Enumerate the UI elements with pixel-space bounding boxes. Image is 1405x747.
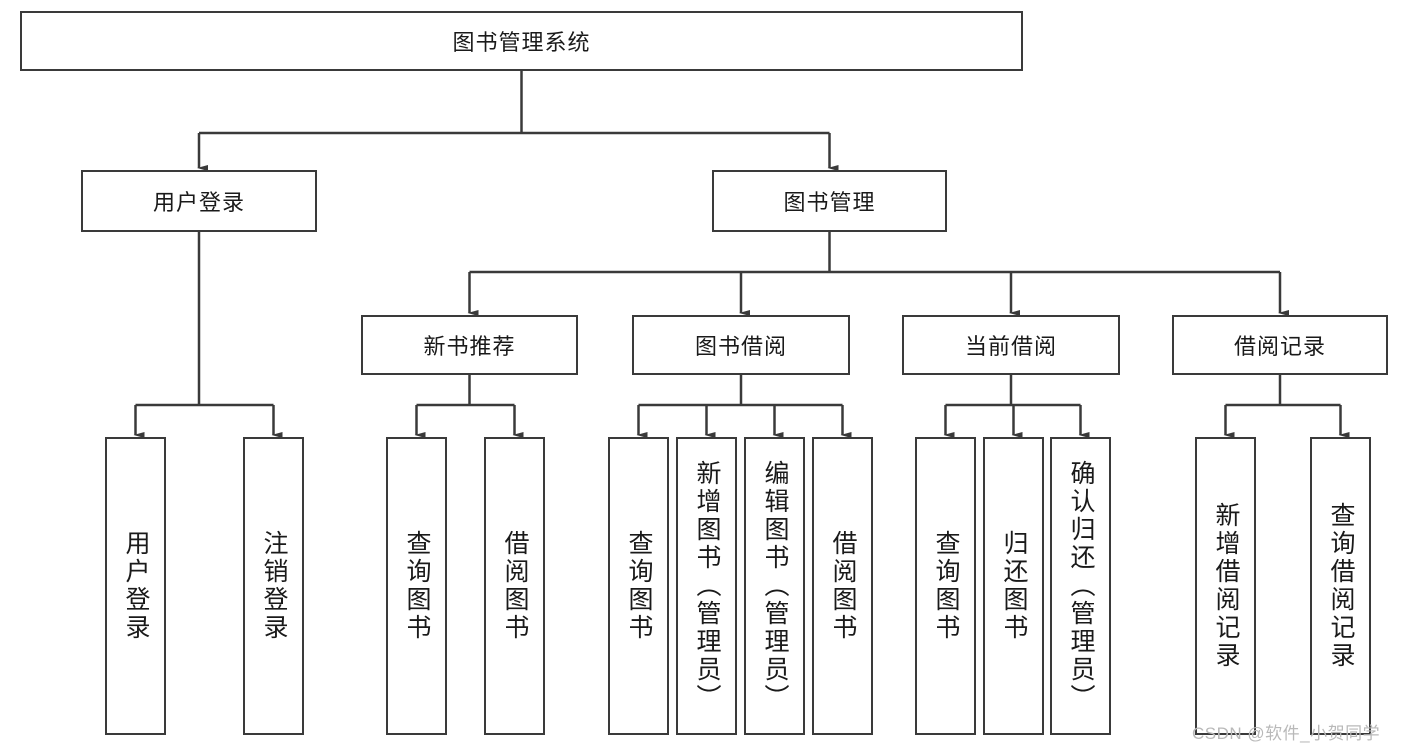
node-leaf-rec-borrow[interactable]: 借阅图书 [484, 437, 545, 735]
node-label: 借阅记录 [1233, 334, 1326, 359]
node-label: 新书推荐 [423, 334, 516, 359]
node-leaf-user-logout[interactable]: 注销登录 [243, 437, 304, 735]
node-label: 编辑图书（管理员） [761, 460, 789, 712]
node-label: 查询图书 [403, 530, 431, 642]
node-label: 图书借阅 [694, 334, 787, 359]
node-leaf-bb-add[interactable]: 新增图书（管理员） [676, 437, 737, 735]
node-new-book-rec[interactable]: 新书推荐 [361, 315, 578, 375]
node-label: 用户登录 [152, 190, 245, 215]
tree-connectors [133, 71, 1350, 438]
node-user-login[interactable]: 用户登录 [81, 170, 317, 232]
node-label: 借阅图书 [501, 530, 529, 642]
node-leaf-user-login[interactable]: 用户登录 [105, 437, 166, 735]
node-label: 借阅图书 [829, 530, 857, 642]
node-label: 当前借阅 [964, 334, 1057, 359]
node-leaf-bb-query[interactable]: 查询图书 [608, 437, 669, 735]
node-label: 新增图书（管理员） [693, 460, 721, 712]
node-leaf-br-query[interactable]: 查询借阅记录 [1310, 437, 1371, 735]
node-leaf-rec-query[interactable]: 查询图书 [386, 437, 447, 735]
node-book-manage[interactable]: 图书管理 [712, 170, 947, 232]
node-label: 查询图书 [625, 530, 653, 642]
node-label: 图书管理系统 [452, 30, 591, 55]
node-leaf-bb-borrow[interactable]: 借阅图书 [812, 437, 873, 735]
node-leaf-bb-edit[interactable]: 编辑图书（管理员） [744, 437, 805, 735]
node-label: 新增借阅记录 [1212, 502, 1240, 670]
node-label: 注销登录 [260, 530, 288, 642]
watermark-text: CSDN @软件_小贺同学 [1192, 724, 1381, 743]
node-root[interactable]: 图书管理系统 [20, 11, 1023, 71]
node-label: 用户登录 [122, 530, 150, 642]
node-borrow-record[interactable]: 借阅记录 [1172, 315, 1388, 375]
node-label: 查询图书 [932, 530, 960, 642]
node-leaf-cb-query[interactable]: 查询图书 [915, 437, 976, 735]
node-label: 查询借阅记录 [1327, 502, 1355, 670]
node-leaf-br-add[interactable]: 新增借阅记录 [1195, 437, 1256, 735]
node-label: 图书管理 [783, 190, 876, 215]
node-leaf-cb-confirm[interactable]: 确认归还（管理员） [1050, 437, 1111, 735]
node-book-borrow[interactable]: 图书借阅 [632, 315, 850, 375]
node-label: 归还图书 [1000, 530, 1028, 642]
node-current-borrow[interactable]: 当前借阅 [902, 315, 1120, 375]
node-leaf-cb-return[interactable]: 归还图书 [983, 437, 1044, 735]
node-label: 确认归还（管理员） [1067, 460, 1095, 712]
